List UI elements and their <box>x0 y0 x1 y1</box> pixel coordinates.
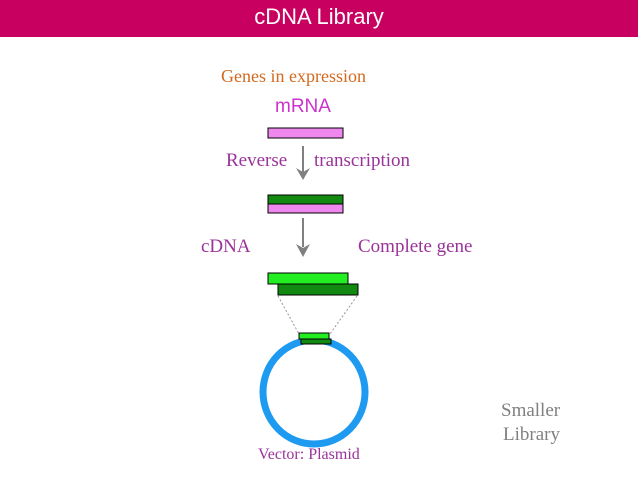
insert-strand-bottom <box>300 338 332 345</box>
guide-line-right <box>329 295 358 335</box>
arrow-down-icon <box>296 146 310 180</box>
reverse-label: Reverse <box>226 150 288 171</box>
cdna-strand-top <box>267 272 349 285</box>
cdna-label: cDNA <box>201 236 251 257</box>
complete-gene-label: Complete gene <box>358 236 473 257</box>
vector-plasmid-label: Vector: Plasmid <box>258 446 360 463</box>
page-title: cDNA Library <box>254 4 384 29</box>
genes-in-expression-label: Genes in expression <box>221 66 366 86</box>
title-banner <box>0 0 638 37</box>
smaller-label: Smaller <box>501 400 561 421</box>
arrow-down-icon <box>296 218 310 257</box>
mrna-label: mRNA <box>275 96 331 117</box>
guide-line-left <box>277 295 300 335</box>
plasmid-ring <box>259 336 369 448</box>
mrna-strand-hybrid <box>267 203 344 214</box>
library-label: Library <box>503 424 560 445</box>
cdna-strand-hybrid <box>267 194 344 205</box>
insert-strand-top <box>298 332 330 340</box>
transcription-label: transcription <box>314 150 411 171</box>
cdna-strand-bottom <box>277 283 359 296</box>
mrna-strand <box>267 127 344 139</box>
